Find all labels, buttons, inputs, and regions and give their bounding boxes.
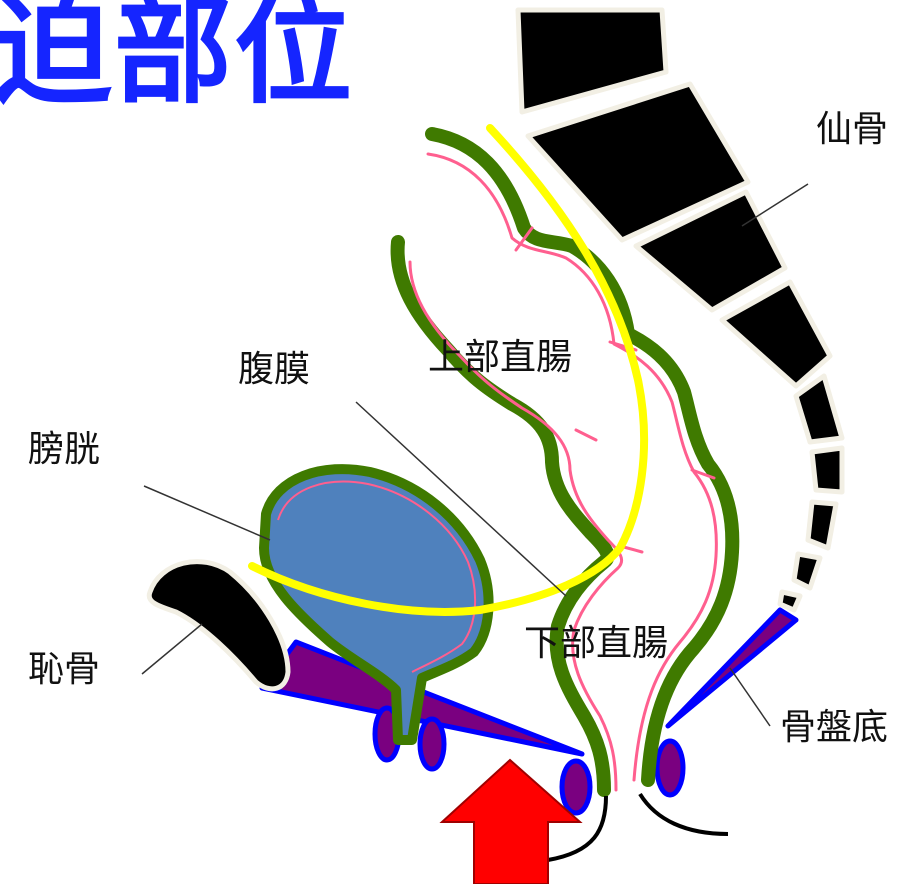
haustra-4 — [690, 468, 716, 480]
vertebra-5 — [793, 373, 845, 445]
peritoneum-line — [248, 124, 649, 616]
vertebra-4 — [719, 279, 833, 389]
label-pelvic-floor: 骨盤底 — [780, 707, 889, 748]
bladder-mucosa — [277, 480, 477, 673]
label-peritoneum: 腹膜 — [238, 349, 311, 390]
mucosa-posterior — [408, 260, 624, 792]
muscle-ellipse-3 — [559, 758, 593, 816]
rectum — [390, 127, 740, 797]
vertebra-2 — [525, 81, 751, 243]
page-title: 迫部位 — [0, 0, 355, 120]
label-upper-rectum: 上部直腸 — [428, 337, 573, 378]
anal-curve-right — [638, 792, 729, 836]
haustra-3 — [574, 428, 598, 442]
leader-lines — [141, 183, 809, 727]
leader-pubis — [141, 623, 203, 675]
anal-curve-left — [547, 795, 608, 862]
rectum-wall-posterior — [390, 235, 615, 797]
levator-back — [665, 607, 799, 729]
sacrum — [515, 7, 845, 613]
pubic-bone — [146, 559, 291, 692]
label-pubis: 恥骨 — [28, 649, 101, 690]
leader-sacrum — [741, 183, 809, 227]
leader-bladder — [143, 485, 271, 541]
vertebra-6 — [809, 445, 845, 495]
label-lower-rectum: 下部直腸 — [524, 623, 669, 664]
leader-pelvic-floor — [729, 667, 771, 727]
muscle-ellipse-4 — [654, 738, 686, 798]
muscle-ellipse-2 — [417, 716, 447, 772]
vertebra-1 — [515, 7, 669, 115]
label-bladder: 膀胱 — [28, 429, 101, 470]
up-arrow-icon — [439, 758, 583, 884]
haustra-1 — [514, 226, 534, 252]
vertebra-9 — [777, 589, 803, 613]
vertebra-7 — [805, 499, 839, 551]
vertebra-8 — [791, 551, 823, 591]
leader-peritoneum — [355, 401, 567, 597]
label-sacrum: 仙骨 — [816, 109, 889, 150]
